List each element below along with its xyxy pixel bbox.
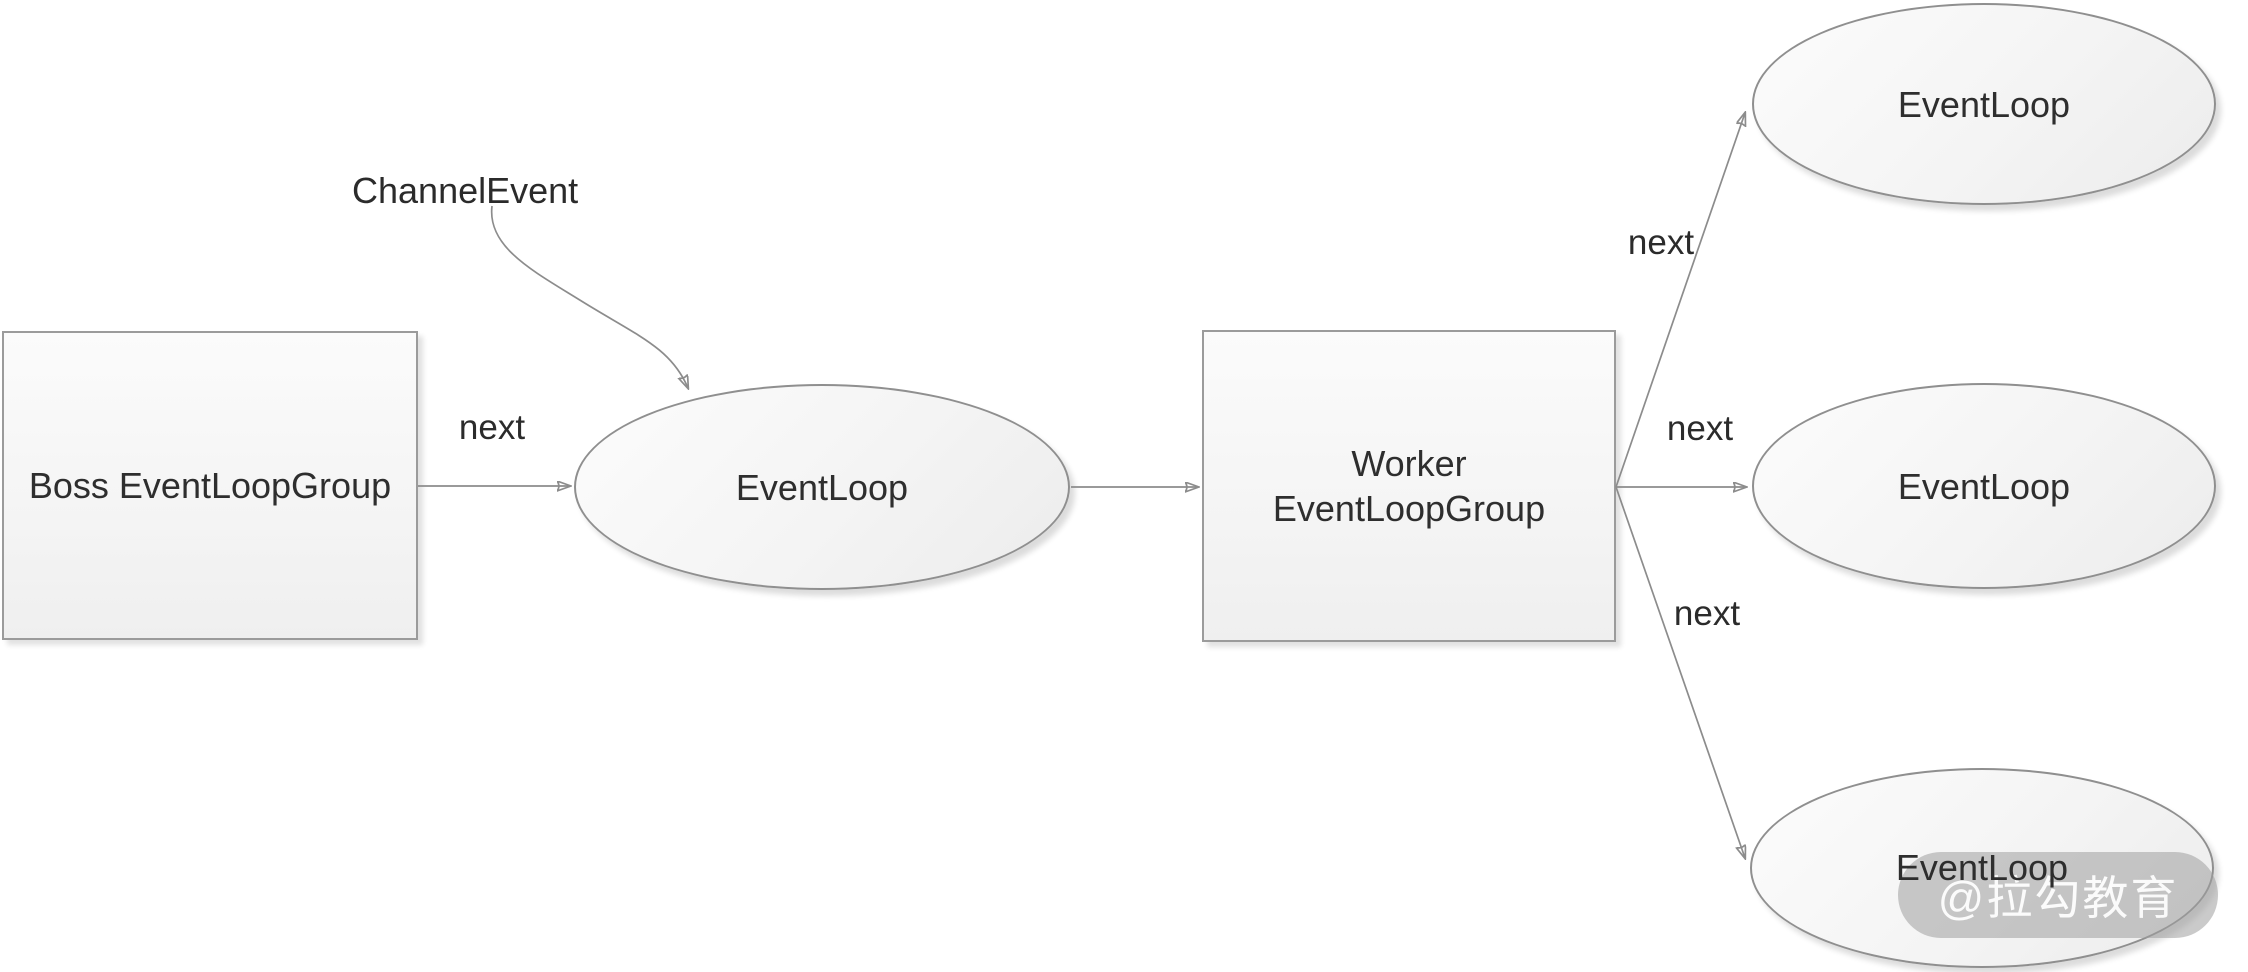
edge-label-next-middle: next bbox=[1666, 409, 1734, 448]
node-eventloop-middle-label: EventLoop bbox=[1897, 465, 2071, 507]
edge-label-next-boss: next bbox=[458, 408, 526, 447]
node-boss-eventloopgroup: Boss EventLoopGroup bbox=[2, 331, 418, 640]
node-eventloop-main-label: EventLoop bbox=[735, 466, 909, 508]
node-worker-eventloopgroup: Worker EventLoopGroup bbox=[1202, 330, 1616, 642]
node-eventloop-bottom-label: EventLoop bbox=[1895, 847, 2069, 888]
channel-event-label: ChannelEvent bbox=[352, 170, 579, 211]
node-eventloop-top: EventLoop bbox=[1752, 3, 2216, 205]
node-boss-label: Boss EventLoopGroup bbox=[28, 465, 392, 506]
edge-label-next-top: next bbox=[1627, 223, 1695, 262]
node-eventloop-middle: EventLoop bbox=[1752, 383, 2216, 589]
edge-channelevent-curve bbox=[490, 205, 688, 388]
node-eventloop-top-label: EventLoop bbox=[1897, 83, 2071, 125]
watermark-text: @拉勾教育 bbox=[1937, 872, 2179, 924]
watermark-badge: @拉勾教育 bbox=[1898, 852, 2218, 938]
node-eventloop-main: EventLoop bbox=[574, 384, 1070, 590]
node-worker-label: Worker EventLoopGroup bbox=[1272, 443, 1546, 529]
edge-worker-to-bottom bbox=[1615, 486, 1745, 858]
edge-label-next-bottom: next bbox=[1673, 594, 1741, 633]
